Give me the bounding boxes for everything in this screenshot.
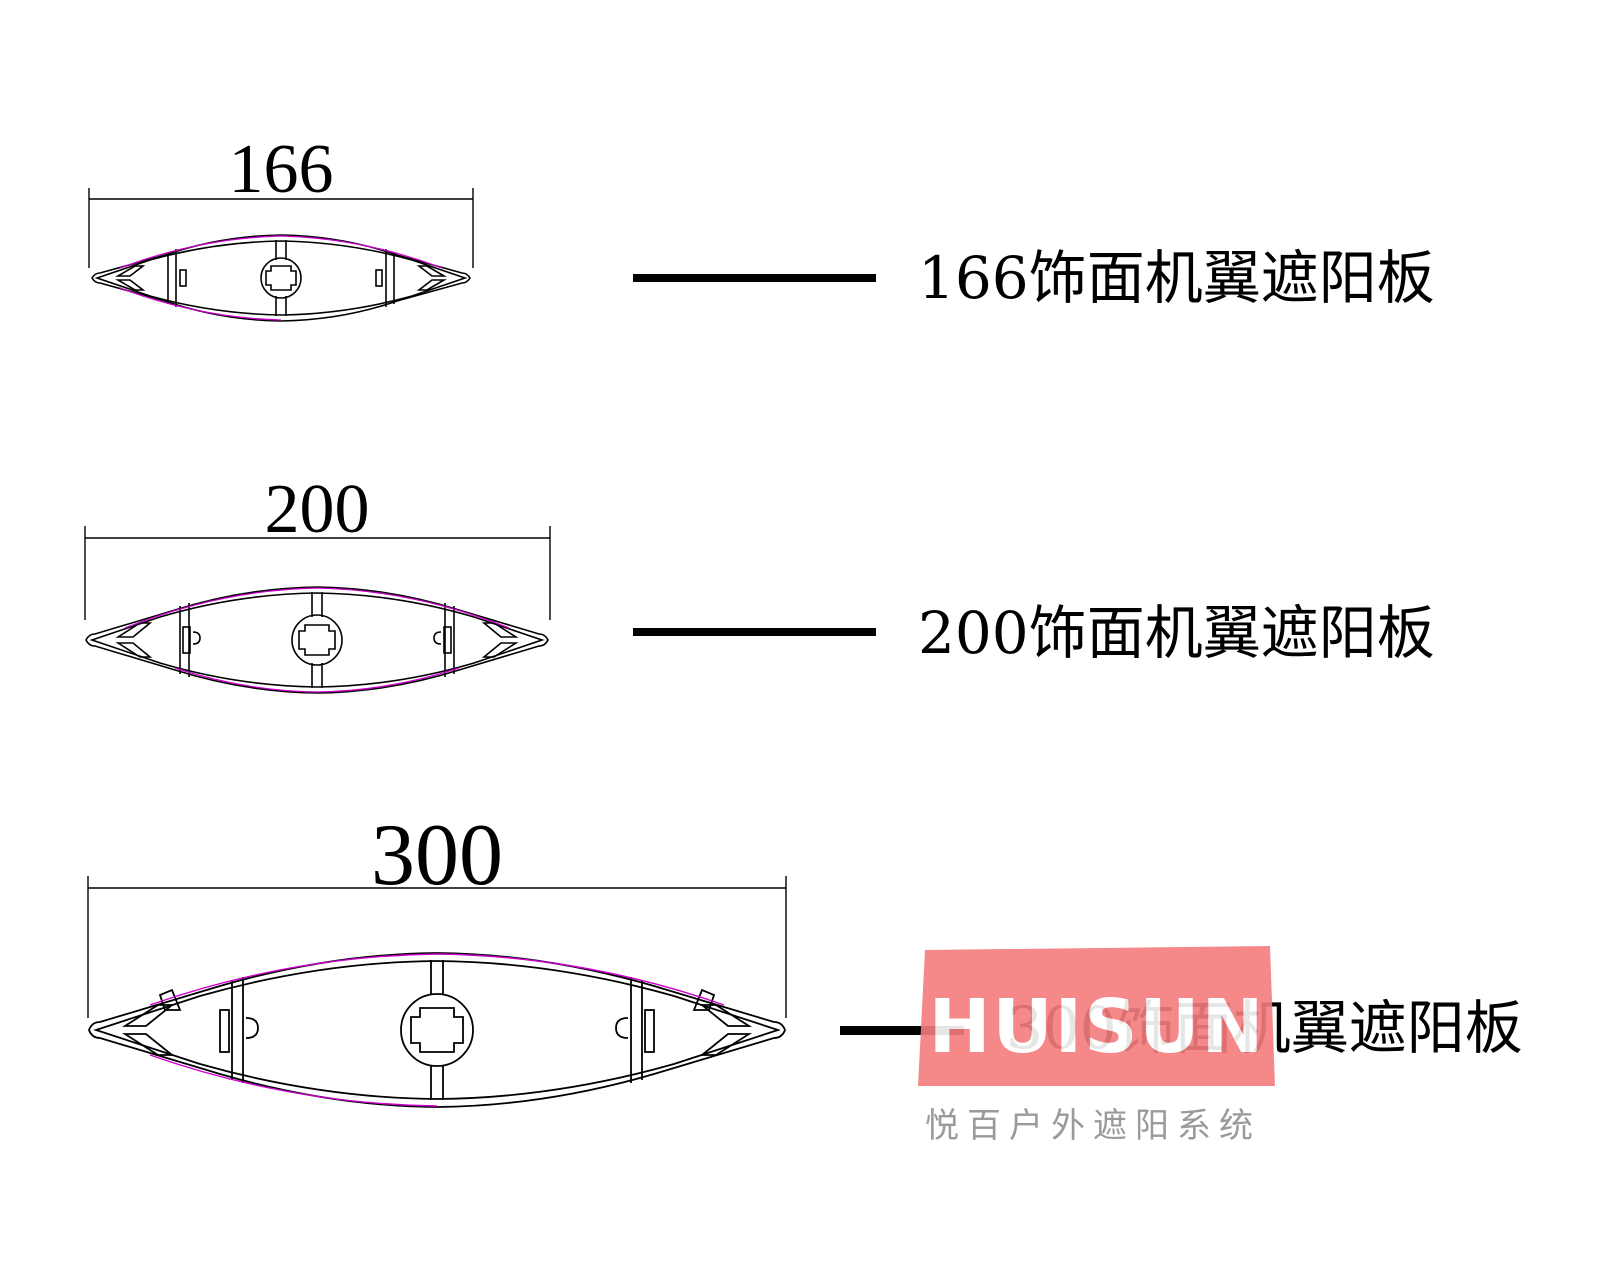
- watermark-logo: HUISUN: [918, 946, 1275, 1086]
- dimension-line-166: [88, 188, 474, 268]
- wing-section-300: [88, 952, 786, 1108]
- dimension-line-300: [87, 876, 787, 1018]
- accent-skin-300: [149, 953, 725, 1107]
- dimension-label-200: 200: [265, 471, 370, 548]
- profile-label-200: 200饰面机翼遮阳板: [918, 599, 1435, 667]
- accent-skin-200: [124, 587, 510, 693]
- profile-200: 200 200饰面机翼遮阳板: [84, 471, 1435, 694]
- profile-label-166: 166饰面机翼遮阳板: [918, 244, 1435, 312]
- accent-skin-166: [119, 235, 443, 321]
- profile-300: 300: [87, 807, 1523, 1108]
- leader-line-166: [633, 274, 876, 282]
- leader-line-200: [633, 628, 876, 636]
- wing-section-200: [85, 586, 549, 694]
- dimension-line-200: [84, 526, 551, 620]
- wing-section-166: [91, 234, 471, 322]
- dimension-label-300: 300: [371, 807, 503, 904]
- watermark-caption: 悦百户外遮阳系统: [925, 1106, 1261, 1146]
- dimension-label-166: 166: [229, 131, 334, 208]
- watermark-logo-text: HUISUN: [929, 984, 1266, 1070]
- profile-166: 166 166饰面机翼遮阳板: [88, 131, 1435, 322]
- leader-line-300: [840, 1026, 964, 1035]
